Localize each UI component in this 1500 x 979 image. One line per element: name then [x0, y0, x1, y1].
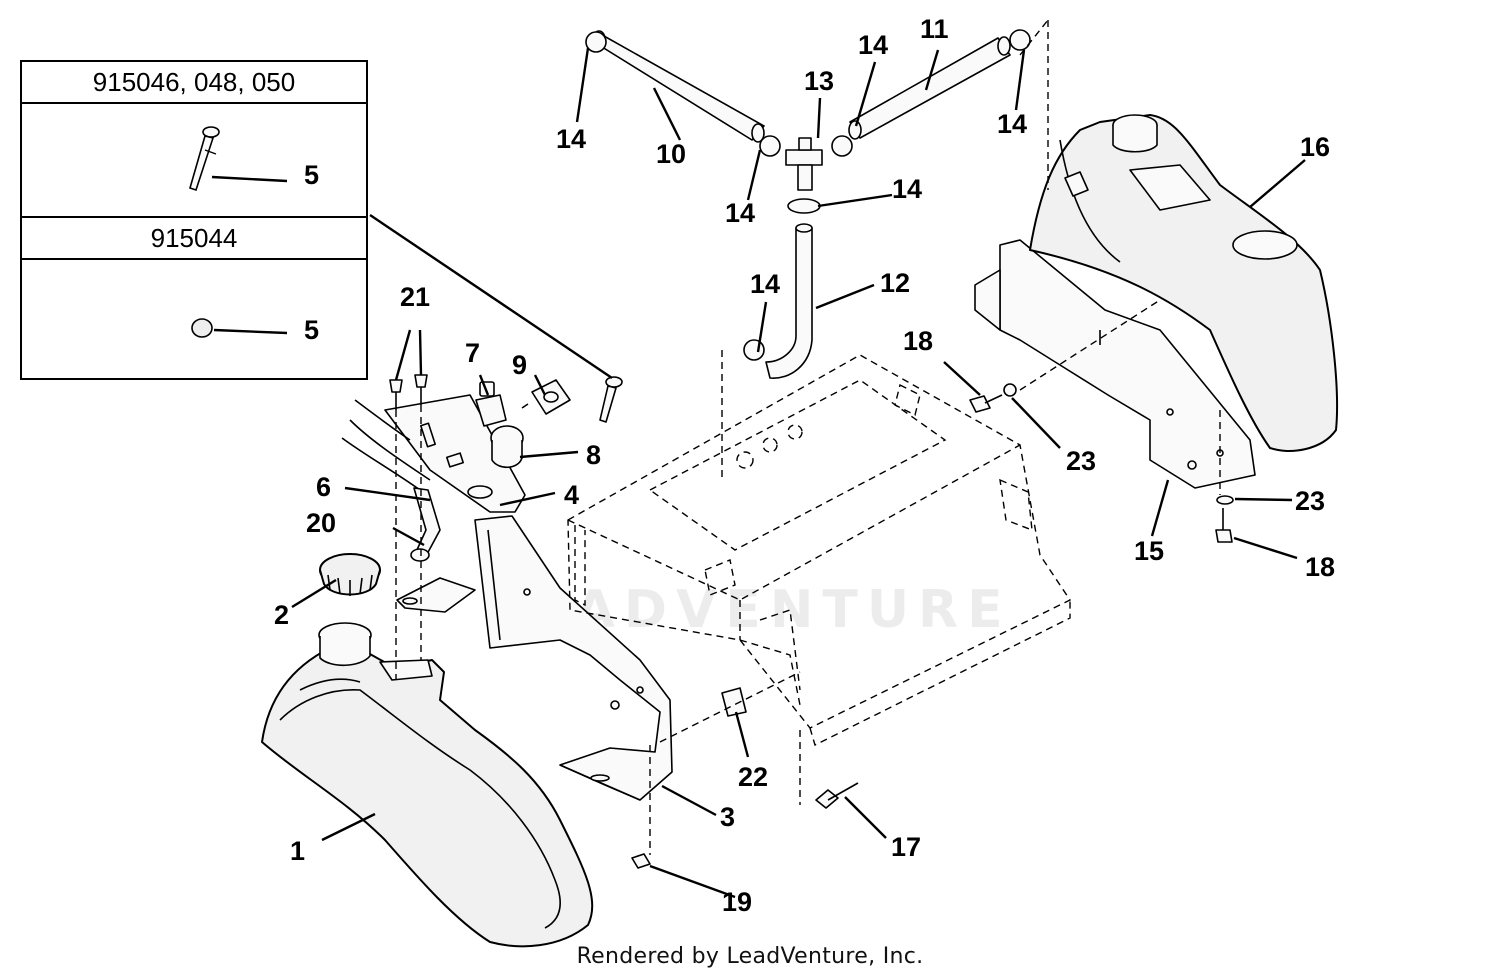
ignition-key-part — [521, 379, 571, 415]
callout-16: 16 — [1300, 132, 1330, 162]
inset-plug-part — [191, 318, 213, 338]
callout-14-b: 14 — [858, 30, 888, 60]
callout-11: 11 — [920, 14, 949, 44]
callout-15: 15 — [1134, 536, 1164, 566]
main-frame-part — [567, 354, 1072, 746]
callout-1: 1 — [290, 836, 305, 866]
fuel-line-12-part — [765, 223, 813, 379]
callout-8: 8 — [586, 440, 601, 470]
inset-pin-part — [189, 126, 220, 192]
callout-18-b: 18 — [1305, 552, 1335, 582]
callout-4: 4 — [564, 480, 579, 510]
callout-23-b: 23 — [1295, 486, 1325, 516]
callout-19: 19 — [722, 887, 752, 917]
toggle-switch-part — [475, 381, 507, 427]
callout-14-f: 14 — [750, 269, 780, 299]
callout-14-c: 14 — [997, 109, 1027, 139]
callout-21: 21 — [400, 282, 430, 312]
left-bracket-part — [396, 515, 673, 801]
callout-22: 22 — [738, 762, 768, 792]
hose-clamps-part — [585, 29, 1031, 361]
fuel-line-10-part — [592, 30, 765, 143]
inset-header-top: 915046, 048, 050 — [22, 62, 366, 104]
callout-12: 12 — [880, 268, 910, 298]
callout-3: 3 — [720, 802, 735, 832]
ignition-switch-part — [467, 425, 524, 499]
right-fender-part — [1029, 114, 1339, 452]
callout-20: 20 — [306, 508, 336, 538]
leader-lines — [209, 47, 1306, 899]
hardware-part — [631, 383, 1234, 869]
inset-callout-bottom: 5 — [304, 315, 320, 345]
inset-divider — [22, 216, 366, 218]
render-credit: Rendered by LeadVenture, Inc. — [576, 944, 924, 969]
callout-13: 13 — [804, 66, 834, 96]
callout-17: 17 — [891, 832, 921, 862]
inset-callout-top: 5 — [304, 160, 320, 190]
pin-part — [599, 376, 623, 423]
fuel-cap-part — [319, 553, 381, 596]
callout-23-a: 23 — [1066, 446, 1096, 476]
callout-18-a: 18 — [903, 326, 933, 356]
callout-6: 6 — [316, 472, 331, 502]
callout-10: 10 — [656, 139, 686, 169]
callout-numbers: 1 2 3 4 6 7 8 9 10 11 12 13 14 14 14 14 … — [274, 14, 1335, 917]
fuel-tee-part — [785, 137, 823, 191]
inset-header-bottom: 915044 — [22, 218, 366, 260]
callout-9: 9 — [512, 350, 527, 380]
callout-14-e: 14 — [892, 174, 922, 204]
screws-part — [389, 374, 428, 410]
alignment-lines — [395, 19, 1221, 855]
callout-7: 7 — [465, 338, 480, 368]
nut-part — [410, 548, 430, 562]
callout-14-a: 14 — [556, 124, 586, 154]
right-bracket-part — [974, 239, 1256, 489]
callout-14-d: 14 — [725, 198, 755, 228]
inset-parts — [189, 126, 288, 338]
control-panel-plate-part — [341, 394, 526, 513]
callout-2: 2 — [274, 600, 289, 630]
fuel-line-11-part — [848, 36, 1011, 140]
left-fender-part — [261, 622, 594, 948]
model-inset-box: 915046, 048, 050 915044 5 5 — [20, 60, 368, 380]
